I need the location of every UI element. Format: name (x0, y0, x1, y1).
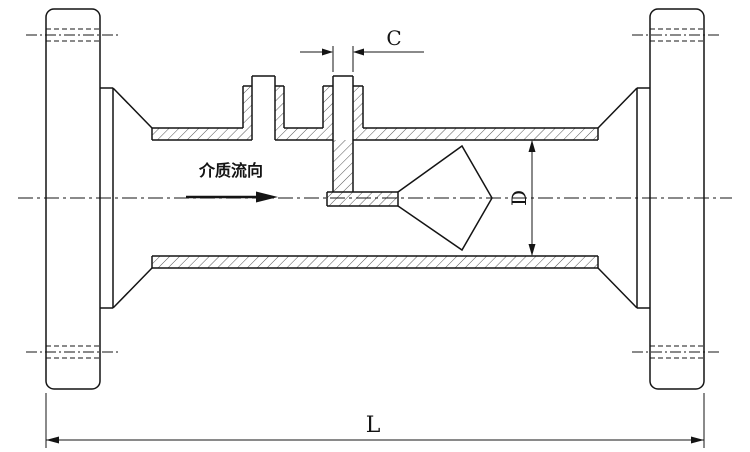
support-arm-hatch (327, 192, 398, 206)
centerlines (18, 34, 732, 353)
dimension-l-label: L (366, 413, 381, 438)
dimension-c: C (300, 26, 424, 72)
dim-c-arrow-right (353, 48, 364, 56)
dim-d-arrow-bottom (528, 244, 536, 256)
sensor-boss-right (322, 75, 364, 192)
dim-l-arrow-right (691, 436, 704, 444)
left-flange (45, 8, 101, 390)
flow-direction-label: 介质流向 (198, 161, 263, 180)
pipe-bottom-wall-hatch (152, 256, 598, 268)
flow-arrow-head (256, 191, 278, 203)
pipe-top-wall-hatch (152, 128, 252, 140)
sensor-boss-left (242, 75, 285, 140)
pipe-walls (152, 127, 598, 269)
dim-d-arrow-top (528, 140, 536, 152)
right-flange (649, 8, 705, 390)
dimension-d-label: D (507, 190, 531, 206)
left-flange-plate (45, 8, 101, 390)
dimension-d: D (507, 140, 536, 256)
cone-support-bracket (326, 191, 398, 207)
v-cone-element (397, 144, 493, 252)
flow-direction-annotation: 介质流向 (186, 161, 278, 203)
dimension-l: L (45, 393, 705, 448)
right-flange-plate (649, 8, 705, 390)
dim-c-arrow-left (322, 48, 333, 56)
dimension-c-label: C (386, 26, 401, 50)
support-rod-hatch (333, 140, 353, 192)
dim-l-arrow-left (46, 436, 59, 444)
